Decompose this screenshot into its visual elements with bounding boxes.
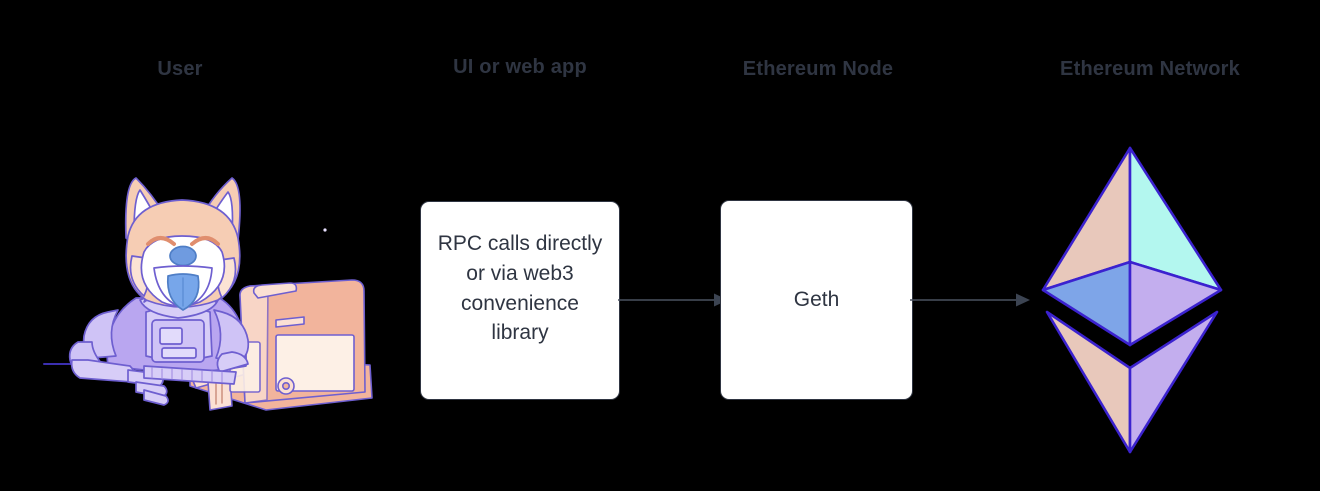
ethereum-network-logo — [1035, 140, 1230, 460]
column-header-ethereum-node: Ethereum Node — [742, 58, 894, 80]
arrow-right-icon — [618, 293, 728, 307]
connector-geth-to-network — [910, 288, 1030, 312]
shiba-inu-astronaut-icon — [43, 177, 373, 411]
column-header-user: User — [157, 58, 203, 80]
column-header-ethereum-network: Ethereum Network — [1060, 58, 1240, 80]
column-header-ui-or-web-app: UI or web app — [453, 56, 587, 78]
node-box-geth[interactable]: Geth — [720, 200, 913, 400]
ethereum-diamond-icon — [1041, 146, 1223, 454]
node-box-rpc-calls[interactable]: RPC calls directly or via web3 convenien… — [420, 201, 620, 400]
sparkle-dot — [323, 228, 327, 232]
user-illustration — [40, 160, 380, 420]
connector-rpc-to-geth — [618, 288, 728, 312]
node-box-rpc-label: RPC calls directly or via web3 convenien… — [437, 231, 603, 345]
arrow-right-icon — [910, 293, 1030, 307]
node-box-geth-label: Geth — [793, 288, 840, 312]
